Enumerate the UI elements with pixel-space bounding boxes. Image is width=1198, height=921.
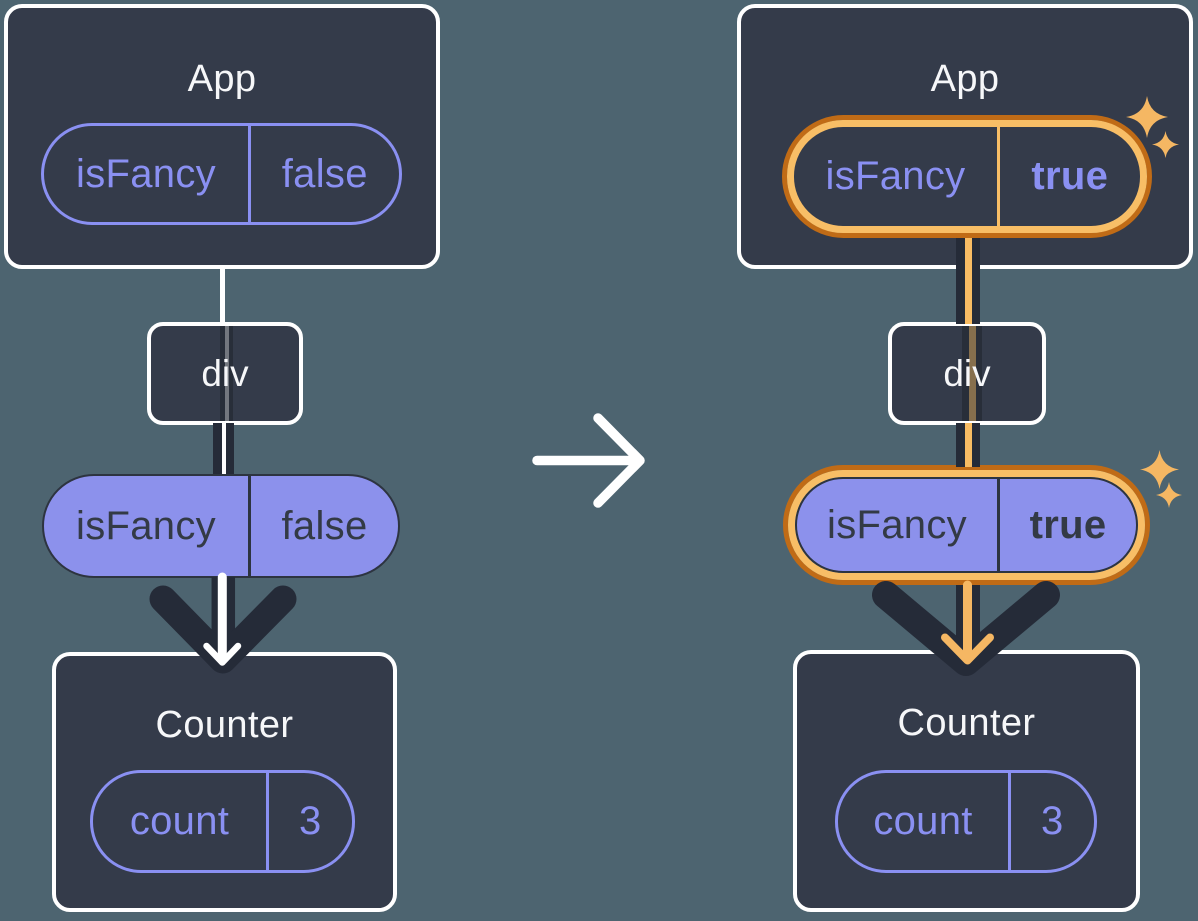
- counter-title: Counter: [155, 704, 294, 746]
- prop-value: false: [281, 151, 368, 196]
- pass-through-line-faint-core: [224, 326, 229, 421]
- pass-through-line-faint: [962, 326, 982, 421]
- pass-through-line-faint: [220, 326, 233, 421]
- sparkles-icon: [1140, 450, 1179, 489]
- app-title: App: [187, 58, 257, 100]
- pill-divider: [266, 773, 269, 870]
- prop-pill-app-before: isFancy false: [41, 123, 402, 225]
- prop-key: isFancy: [827, 502, 967, 547]
- pill-divider: [248, 126, 251, 222]
- prop-value: true: [1031, 154, 1109, 198]
- state-key: count: [873, 799, 973, 843]
- div-label: div: [201, 352, 249, 394]
- prop-pill-app-after: isFancy true: [787, 120, 1147, 233]
- div-node-before: div: [147, 322, 303, 425]
- arrow-down-icon-before: [149, 572, 297, 674]
- prop-pill-app-after-highlight-ring: isFancy true: [782, 115, 1152, 238]
- prop-pill-passed-after-ring-inner: isFancy true: [788, 470, 1145, 580]
- pill-divider: [997, 127, 1000, 226]
- sparkles-icon: [1152, 131, 1179, 158]
- prop-pill-passed-after-highlight-ring: isFancy true: [783, 465, 1150, 585]
- sparkles-icon: [1126, 96, 1168, 138]
- sparkles-icon: [1156, 482, 1182, 508]
- counter-title: Counter: [897, 702, 1036, 744]
- div-node-after: div: [888, 322, 1046, 425]
- state-pill-before: count 3: [90, 770, 355, 873]
- state-value: 3: [1040, 799, 1064, 843]
- pill-divider: [997, 479, 1000, 571]
- state-pill-after: count 3: [835, 770, 1097, 873]
- app-title: App: [930, 58, 1000, 100]
- prop-value: true: [1029, 502, 1107, 547]
- div-label: div: [943, 352, 991, 394]
- pass-through-line-faint-core: [968, 326, 976, 421]
- pill-divider: [248, 476, 251, 576]
- prop-value: false: [281, 503, 368, 548]
- connector-div-pill-after-core: [964, 423, 972, 467]
- prop-key: isFancy: [76, 151, 216, 196]
- state-value: 3: [298, 799, 322, 843]
- prop-pill-passed-after: isFancy true: [795, 477, 1138, 573]
- counter-card-after: Counter: [793, 650, 1140, 912]
- prop-key: isFancy: [825, 154, 966, 198]
- connector-app-div-after-core: [964, 238, 972, 324]
- prop-key: isFancy: [76, 503, 216, 548]
- arrow-right-icon: [532, 413, 645, 508]
- connector-div-pill-before-core: [221, 423, 226, 474]
- prop-pill-passed-before: isFancy false: [42, 474, 400, 578]
- pill-divider: [1008, 773, 1011, 870]
- state-key: count: [129, 799, 230, 843]
- connector-app-div-before: [219, 266, 225, 324]
